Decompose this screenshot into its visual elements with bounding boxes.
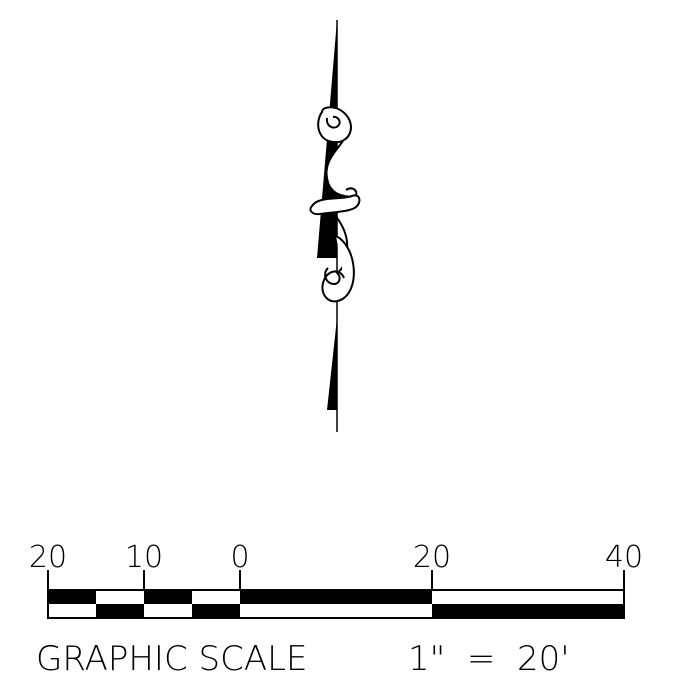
scale-segment-top-3 <box>240 590 432 604</box>
scale-caption-title: GRAPHIC SCALE <box>36 639 308 679</box>
north-arrow-center-twist <box>309 194 361 216</box>
scale-tick-label-40: 40 <box>605 540 643 575</box>
north-arrow-lower-blade <box>327 318 337 410</box>
north-arrow-upper-curl <box>325 115 341 129</box>
north-arrow-upper-stem <box>325 141 349 198</box>
scale-tick-label-0: 0 <box>230 540 249 575</box>
scale-bar: 20 10 0 20 40 GRAPHIC SCALE 1" = 20' <box>29 540 643 679</box>
scale-segment-bottom-1 <box>96 604 144 618</box>
scale-caption-ratio: 1" = 20' <box>408 639 570 679</box>
north-arrow-upper-loop <box>317 106 352 144</box>
north-arrow-center-hook <box>345 187 358 197</box>
scale-tick-label-20-left: 20 <box>29 540 67 575</box>
scale-segment-bottom-2 <box>192 604 240 618</box>
scale-segment-top-2 <box>144 590 192 604</box>
scale-tick-label-10: 10 <box>125 540 163 575</box>
north-arrow-lower-loop <box>321 235 355 303</box>
scale-tick-label-20-right: 20 <box>413 540 451 575</box>
north-arrow-icon <box>309 20 361 432</box>
scale-segment-bottom-3 <box>432 604 624 618</box>
north-arrow-lower-curl <box>324 267 341 286</box>
scale-segment-top-1 <box>48 590 96 604</box>
scale-bar-border <box>47 589 625 619</box>
